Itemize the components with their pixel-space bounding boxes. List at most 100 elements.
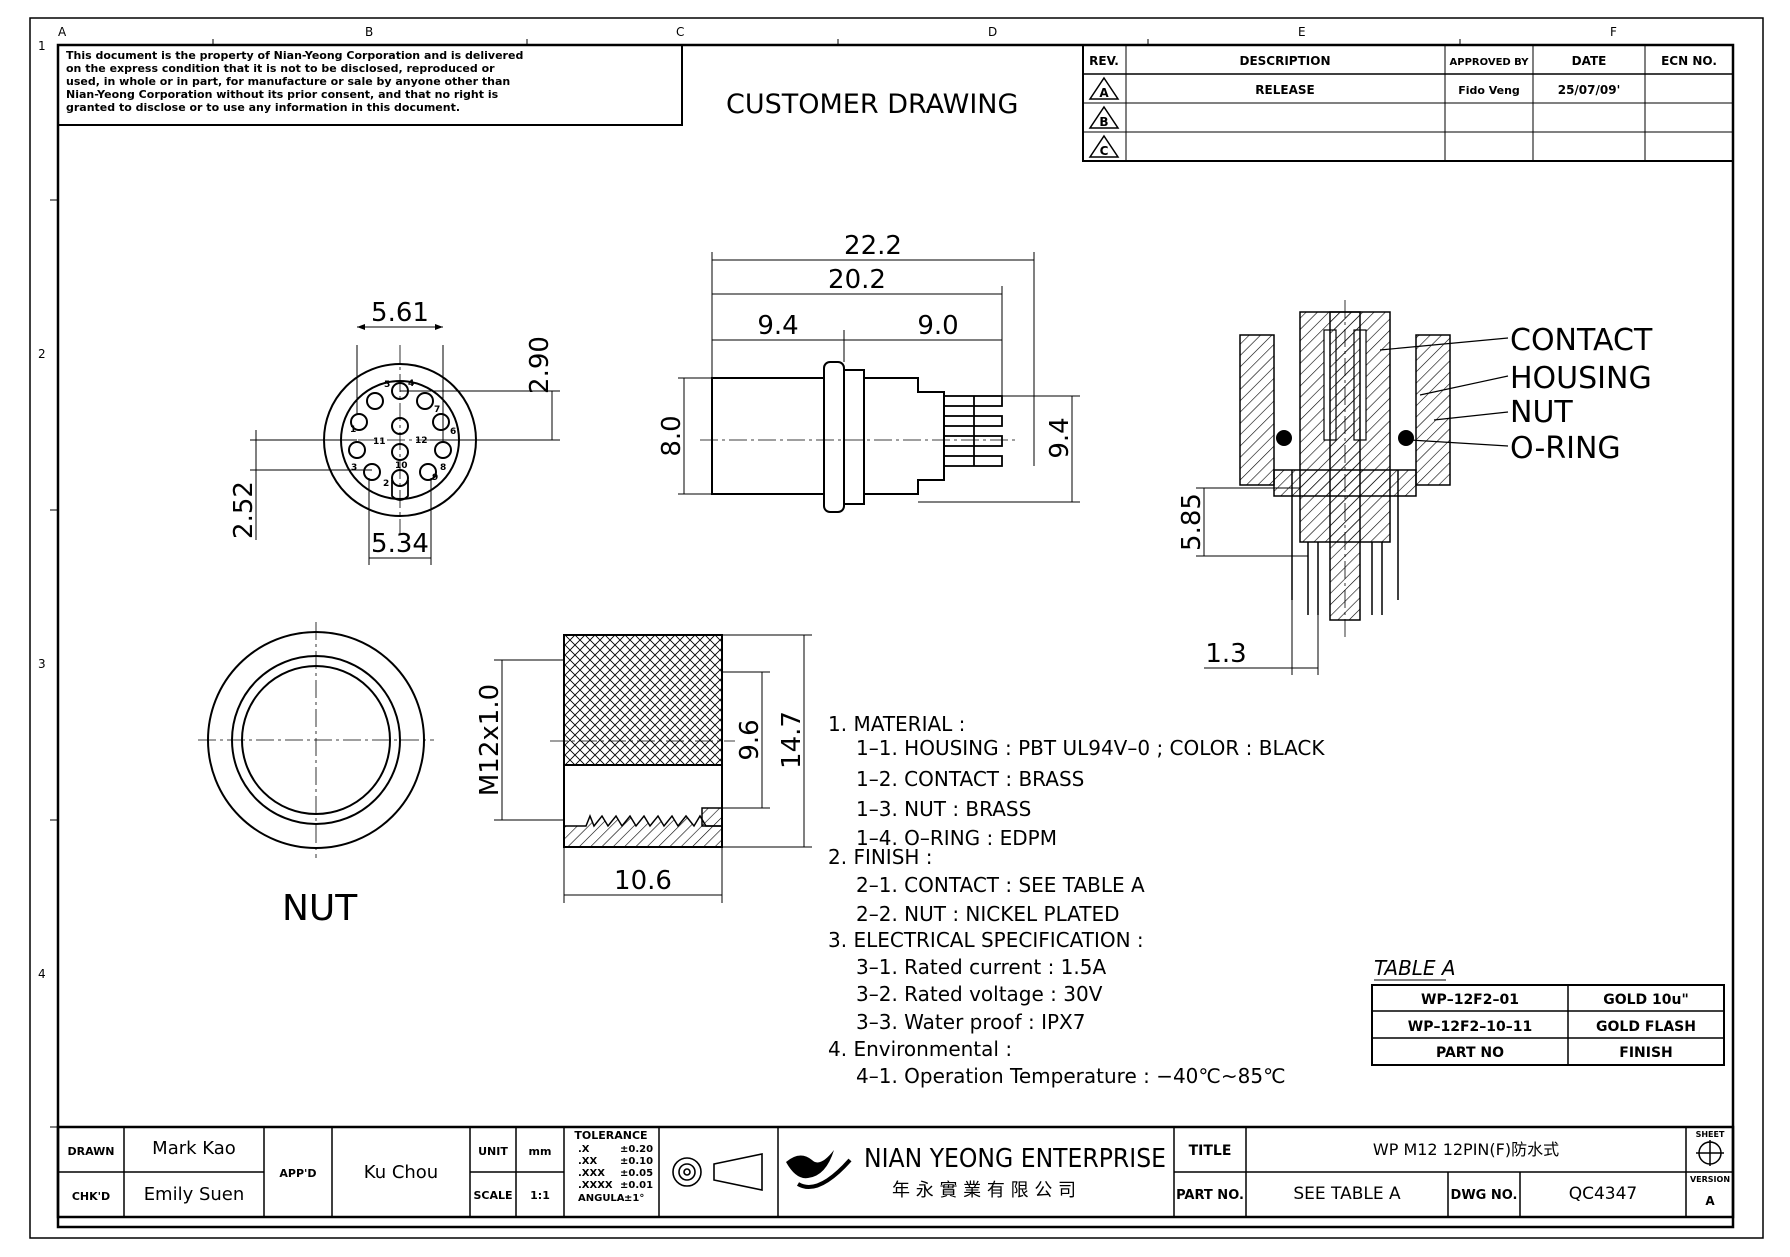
grid-col-label: C [676,25,684,39]
tb-title-value: WP M12 12PIN(F)防水式 [1373,1140,1559,1159]
tolerance-key: .X [578,1144,590,1155]
tb-unit-value: mm [529,1145,552,1158]
tolerance-key: .XXX [578,1168,605,1179]
grid-col-label: B [365,25,373,39]
sheet-target-icon [1696,1140,1724,1166]
notice-line: Nian-Yeong Corporation without its prior… [66,88,499,101]
rev-header: DATE [1572,54,1607,68]
callout-o-ring: O-RING [1510,431,1621,466]
revision-table: REV. DESCRIPTION APPROVED BY DATE ECN NO… [1082,44,1734,162]
dim-label: 14.7 [777,711,807,769]
dim-label: 5.61 [371,298,429,328]
tb-partno-value: SEE TABLE A [1293,1184,1401,1204]
spec-line: 1–2. CONTACT : BRASS [856,767,1084,791]
grid-row-label: 1 [38,39,46,53]
rev-triangle-icon [1088,105,1120,129]
dim-label: 22.2 [844,231,902,261]
drawing-title: CUSTOMER DRAWING [726,89,1018,120]
dim-label: 1.3 [1205,639,1246,669]
grid-col-label: A [58,25,67,39]
pin-label: 3 [351,463,357,473]
tb-label: DWG NO. [1451,1188,1518,1203]
rev-description: RELEASE [1255,83,1314,97]
callouts: CONTACT HOUSING NUT O-RING [1510,323,1653,466]
dim-label: 9.4 [1045,417,1075,458]
table-cell: WP–12F2–01 [1421,992,1519,1008]
spec-line: 1. MATERIAL : [828,712,965,736]
rev-triangle-icon [1088,76,1120,100]
grid-row-label: 2 [38,347,46,361]
rev-letter: B [1099,115,1108,129]
spec-line: 3. ELECTRICAL SPECIFICATION : [828,928,1144,952]
spec-line: 2–2. NUT : NICKEL PLATED [856,902,1120,926]
inner-frame [56,43,1735,1229]
tolerance-value: ±0.01 [620,1180,653,1191]
notice-line: This document is the property of Nian-Ye… [66,49,523,62]
table-cell: GOLD 10u" [1603,992,1689,1008]
dim-label: 5.85 [1177,493,1207,551]
dim-label: 5.34 [371,529,429,559]
table-cell: GOLD FLASH [1596,1019,1696,1035]
spec-line: 1–3. NUT : BRASS [856,797,1031,821]
notice-text: This document is the property of Nian-Ye… [66,49,523,114]
tb-version-value: A [1705,1194,1715,1208]
nut-front-view: NUT [198,622,434,929]
pin-label: 5 [384,380,390,390]
notice-line: granted to disclose or to use any inform… [66,101,460,114]
notice-line: used, in whole or in part, for manufactu… [66,75,510,88]
tolerance-value: ±0.20 [620,1144,653,1155]
dim-label: 2.52 [229,481,259,539]
pin-label: 8 [440,463,446,473]
tb-checked-value: Emily Suen [144,1184,245,1205]
nut-label: NUT [282,888,358,929]
company-name-zh: 年 永 實 業 有 限 公 司 [892,1180,1076,1201]
notice-box [57,44,683,126]
grid-column-labels: A B C D E F [58,25,1617,39]
table-a: TABLE A WP–12F2–01 GOLD 10u" WP–12F2–10–… [1371,956,1725,1066]
table-cell: FINISH [1619,1045,1673,1061]
tolerance-value: ±1° [624,1193,644,1204]
tb-label: DRAWN [68,1145,115,1158]
callout-nut: NUT [1510,395,1573,430]
dim-label: M12x1.0 [475,684,505,796]
company-name-en: NIAN YEONG ENTERPRISE [864,1144,1166,1174]
tolerance-key: ANGULA [578,1193,625,1204]
tb-label: TITLE [1189,1143,1232,1159]
spec-line: 3–2. Rated voltage : 30V [856,982,1103,1006]
dim-label: 9.4 [757,311,798,341]
pin-label: 11 [373,437,386,447]
tolerance-key: .XXXX [578,1180,613,1191]
spec-line: 1–4. O–RING : EDPM [856,826,1057,850]
rev-date: 25/07/09' [1558,83,1621,97]
nut-side-view: M12x1.0 9.6 14.7 10.6 [475,634,812,903]
rev-header: REV. [1089,54,1119,68]
front-view: 5 4 7 6 8 10 3 1 11 12 9 2 5.61 2.90 2.5… [229,298,560,565]
spec-line: 4. Environmental : [828,1037,1012,1061]
tb-approved-value: Ku Chou [364,1162,438,1183]
tb-drawn-value: Mark Kao [152,1138,236,1159]
rev-letter: A [1099,86,1109,100]
grid-col-label: D [988,25,997,39]
spec-line: 1–1. HOUSING : PBT UL94V–0 ; COLOR : BLA… [856,736,1325,760]
grid-row-labels: 1 2 3 4 [38,39,46,981]
callout-housing: HOUSING [1510,361,1652,396]
tolerance-key: .XX [578,1156,598,1167]
tb-dwgno-value: QC4347 [1569,1184,1638,1204]
spec-line: 2. FINISH : [828,845,933,869]
tb-scale-value: 1:1 [530,1189,550,1202]
grid-row-label: 3 [38,657,46,671]
title-block: DRAWN Mark Kao CHK'D Emily Suen APP'D Ku… [56,1125,1735,1219]
tolerance-title: TOLERANCE [574,1129,647,1142]
specification-notes: 1. MATERIAL : 1–1. HOUSING : PBT UL94V–0… [828,712,1325,1088]
callout-contact: CONTACT [1510,323,1653,358]
pin-label: 2 [383,479,389,489]
grid-col-label: F [1610,25,1617,39]
tb-label: UNIT [478,1145,508,1158]
tb-label: SHEET [1696,1130,1725,1139]
rev-header: ECN NO. [1661,54,1717,68]
tb-label: SCALE [473,1189,512,1202]
rev-header: DESCRIPTION [1239,54,1330,68]
pin-label: 6 [450,427,456,437]
pin-label: 9 [432,473,438,483]
